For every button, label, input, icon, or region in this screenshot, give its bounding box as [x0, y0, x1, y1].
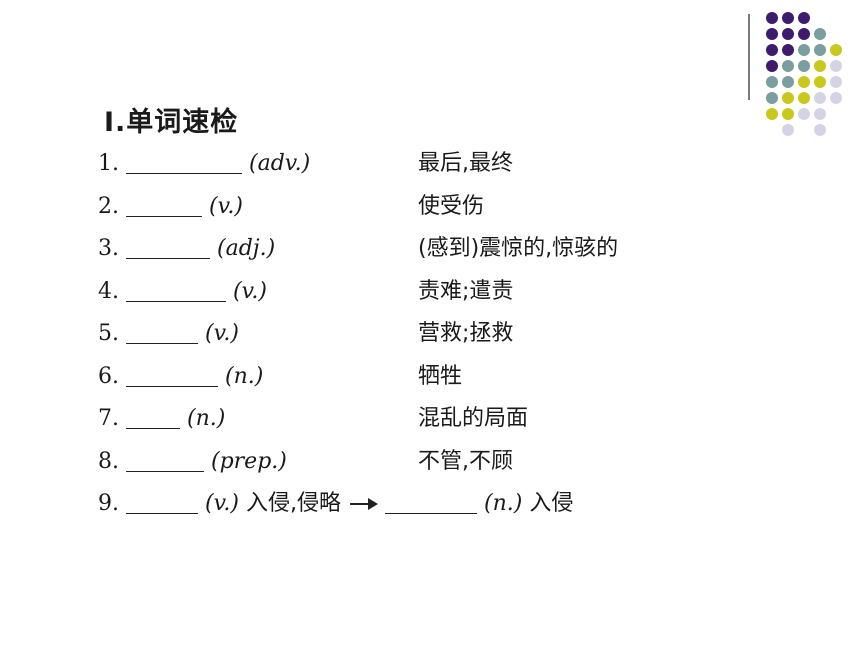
part-of-speech: (adj.)	[217, 236, 276, 261]
item-number: 4.	[98, 279, 119, 304]
decor-dot	[782, 108, 794, 120]
section-title: Ⅰ.单词速检	[104, 107, 239, 138]
exercise-row: 1. (adv.)	[98, 146, 310, 182]
word-meaning: 使受伤	[418, 194, 485, 219]
answer-blank[interactable]	[126, 362, 218, 387]
word-meaning: 牺牲	[418, 364, 463, 389]
part-of-speech: (n.)	[187, 406, 226, 431]
decor-dot	[782, 28, 794, 40]
decor-dot	[782, 92, 794, 104]
decor-dot	[814, 124, 826, 136]
exercise-row: 4. (v.)	[98, 274, 267, 310]
item-number: 8.	[98, 449, 119, 474]
answer-blank[interactable]	[126, 319, 198, 344]
decor-dot	[782, 124, 794, 136]
item-number: 7.	[98, 406, 119, 431]
word-meaning: 混乱的局面	[418, 406, 529, 431]
exercise-row: 8. (prep.)	[98, 444, 287, 480]
decor-dot	[766, 108, 778, 120]
decor-dot	[798, 12, 810, 24]
decor-dot	[798, 108, 810, 120]
answer-blank[interactable]	[126, 404, 180, 429]
decor-dot	[814, 60, 826, 72]
decor-dot	[814, 92, 826, 104]
exercise-row: 7. (n.)	[98, 401, 225, 437]
decor-dot	[782, 12, 794, 24]
word-meaning: 责难;遣责	[418, 279, 514, 304]
decor-dot	[798, 76, 810, 88]
decor-dot	[766, 44, 778, 56]
decorative-dot-grid	[764, 10, 860, 140]
exercise-row: 6. (n.)	[98, 359, 263, 395]
part-of-speech: (n.)	[225, 364, 264, 389]
answer-blank[interactable]	[126, 192, 202, 217]
decor-dot	[782, 44, 794, 56]
decor-dot	[830, 76, 842, 88]
decor-dot	[766, 60, 778, 72]
item-number: 9.	[98, 491, 119, 516]
part-of-speech: (v.)	[205, 491, 239, 516]
exercise-row: 5. (v.)	[98, 316, 239, 352]
decor-dot	[798, 28, 810, 40]
decor-dot	[814, 44, 826, 56]
word-meaning: 入侵	[529, 491, 574, 516]
part-of-speech: (prep.)	[211, 449, 287, 474]
word-meaning: 最后,最终	[418, 151, 513, 176]
arrow-right-icon	[349, 498, 378, 510]
divider-line	[748, 14, 750, 100]
decor-dot	[782, 76, 794, 88]
exercise-row: 9. (v.) 入侵,侵略 (n.) 入侵	[98, 486, 573, 522]
part-of-speech: (v.)	[205, 321, 239, 346]
word-meaning: 不管,不顾	[418, 449, 513, 474]
word-meaning: 营救;拯救	[418, 321, 514, 346]
answer-blank[interactable]	[384, 489, 477, 514]
part-of-speech: (n.)	[483, 491, 523, 516]
decor-dot	[830, 60, 842, 72]
answer-blank[interactable]	[126, 489, 198, 514]
word-meaning: (感到)震惊的,惊骇的	[418, 236, 619, 261]
decor-dot	[798, 60, 810, 72]
answer-blank[interactable]	[126, 234, 210, 259]
item-number: 1.	[98, 151, 119, 176]
decor-dot	[798, 92, 810, 104]
answer-blank[interactable]	[126, 149, 242, 174]
exercise-row: 3. (adj.)	[98, 231, 275, 267]
answer-blank[interactable]	[126, 447, 204, 472]
part-of-speech: (v.)	[233, 279, 267, 304]
item-number: 3.	[98, 236, 119, 261]
decor-dot	[766, 12, 778, 24]
word-meaning: 入侵,侵略	[245, 491, 341, 516]
decor-dot	[766, 92, 778, 104]
decor-dot	[782, 60, 794, 72]
decor-dot	[766, 76, 778, 88]
item-number: 5.	[98, 321, 119, 346]
decor-dot	[814, 76, 826, 88]
part-of-speech: (adv.)	[249, 151, 311, 176]
decor-dot	[830, 44, 842, 56]
part-of-speech: (v.)	[209, 194, 243, 219]
item-number: 6.	[98, 364, 119, 389]
answer-blank[interactable]	[126, 277, 226, 302]
decor-dot	[798, 44, 810, 56]
decor-dot	[814, 28, 826, 40]
decor-dot	[830, 92, 842, 104]
decor-dot	[766, 28, 778, 40]
item-number: 2.	[98, 194, 119, 219]
decor-dot	[814, 108, 826, 120]
exercise-row: 2. (v.)	[98, 189, 243, 225]
